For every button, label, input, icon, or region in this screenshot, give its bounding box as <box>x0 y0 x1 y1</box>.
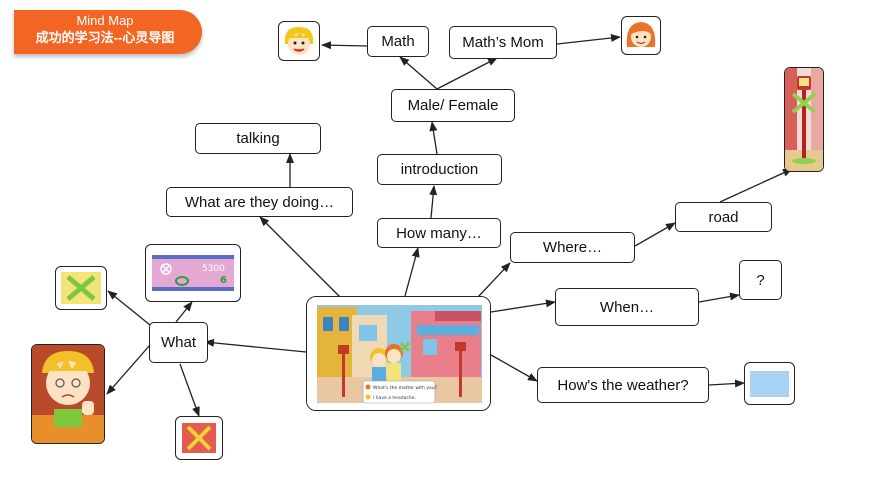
banner-subtitle: 成功的学习法--心灵导图 <box>35 30 175 45</box>
arrow-mom-to-momface <box>556 34 621 45</box>
node-road[interactable]: road <box>675 202 772 232</box>
boy-with-headache-icon <box>32 345 104 443</box>
woman-face-icon <box>626 22 656 47</box>
lamp-post-picture <box>784 67 824 172</box>
arrow-howmany-to-intro <box>429 185 438 219</box>
arrow-center-to-where <box>477 262 511 298</box>
banner-background <box>14 10 202 54</box>
node-what[interactable]: What <box>149 322 208 363</box>
node-what-doing[interactable]: What are they doing… <box>166 187 353 217</box>
node-weather[interactable]: How's the weather? <box>537 367 709 403</box>
node-math[interactable]: Math <box>367 26 429 57</box>
arrow-weather-to-sky <box>708 379 745 388</box>
phone-screen-icon: 5300 6 <box>152 255 234 291</box>
cross-mark-picture <box>55 266 107 310</box>
phone-digit-text: 6 <box>220 275 227 286</box>
red-cross-mark-icon <box>182 423 216 453</box>
dialog-line-1: What's the matter with you? <box>373 385 438 391</box>
banner-title: Mind Map <box>76 13 134 28</box>
node-where[interactable]: Where… <box>510 232 635 263</box>
green-cross-mark-icon <box>61 272 101 304</box>
arrow-what-to-phone <box>175 301 193 323</box>
blue-sky-swatch-icon <box>750 371 789 397</box>
arrow-center-to-what <box>204 338 307 353</box>
arrow-what-to-smallcross <box>179 363 200 417</box>
arrow-math-to-boyface <box>321 41 368 50</box>
arrow-when-to-question <box>698 292 740 303</box>
arrow-what-to-cross <box>107 290 151 326</box>
arrow-male-to-math <box>399 56 438 90</box>
boy-face-picture <box>278 21 320 61</box>
arrow-center-to-howmany <box>404 247 420 297</box>
arrow-road-to-lamp <box>719 168 793 203</box>
node-introduction[interactable]: introduction <box>377 154 502 185</box>
node-how-many[interactable]: How many… <box>377 218 501 248</box>
sky-picture <box>744 362 795 405</box>
dialog-line-2: I have a headache. <box>373 395 416 401</box>
node-maths-mom[interactable]: Math’s Mom <box>449 26 557 59</box>
arrow-where-to-road <box>634 222 676 247</box>
title-banner: Mind Map 成功的学习法--心灵导图 <box>0 0 205 56</box>
small-cross-picture <box>175 416 223 460</box>
node-question[interactable]: ? <box>739 260 782 300</box>
arrow-what-to-sickboy <box>106 344 151 395</box>
node-talking[interactable]: talking <box>195 123 321 154</box>
street-scene-illustration: What's the matter with you? I have a hea… <box>307 297 490 410</box>
phone-card-picture: 5300 6 <box>145 244 241 302</box>
node-male-female[interactable]: Male/ Female <box>391 89 515 122</box>
street-lamp-icon <box>785 68 823 171</box>
arrow-male-to-mom <box>436 57 498 90</box>
arrow-center-to-when <box>490 299 556 313</box>
sick-boy-picture <box>31 344 105 444</box>
node-when[interactable]: When… <box>555 288 699 326</box>
arrow-center-to-doing <box>259 216 341 298</box>
phone-number-text: 5300 <box>202 264 225 274</box>
smiling-boy-face-icon <box>285 27 313 55</box>
arrow-intro-to-male <box>429 121 438 155</box>
central-scene-picture: What's the matter with you? I have a hea… <box>306 296 491 411</box>
mom-face-picture <box>621 16 661 55</box>
arrow-center-to-weather <box>490 354 538 382</box>
